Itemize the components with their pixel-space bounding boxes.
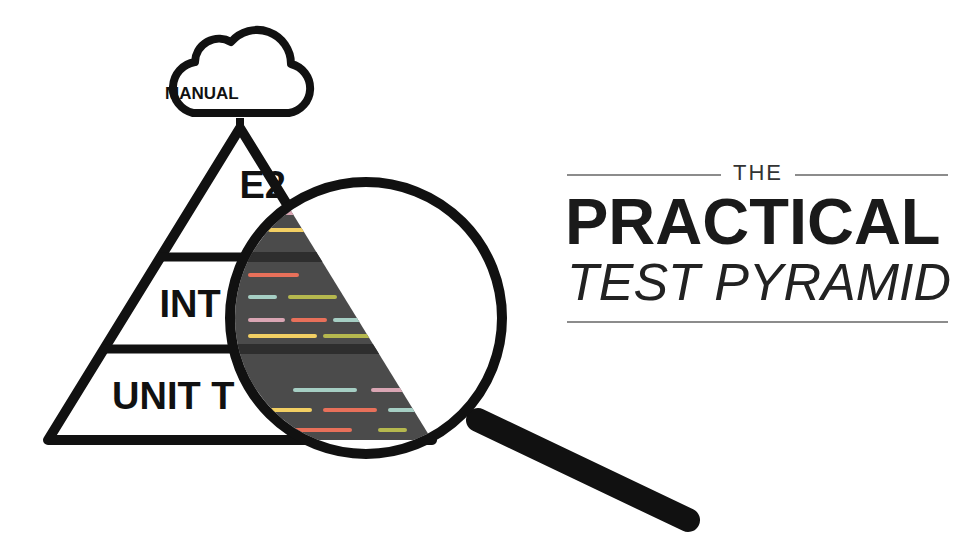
magnifier-rim [230,182,502,454]
lens-view [40,120,440,450]
node-label: MANUAL [165,84,239,104]
code-line [380,428,405,432]
title-main-box: PRACTICAL [565,186,941,258]
code-line [270,408,310,412]
code-view [40,120,440,450]
manual-cloud: MANUAL [165,12,315,118]
node-label: UNIT T [112,375,234,418]
magnifier-handle [478,420,688,520]
code-line [250,273,297,277]
integration-band: INT [140,262,240,346]
node-label: INT [159,283,220,326]
code-line [373,388,410,392]
title-rule [567,321,948,323]
title-main: PRACTICAL [565,186,941,258]
connector-line [236,118,244,128]
title-small-box: THE [721,161,795,185]
title-sub: TEST PYRAMID [567,254,951,311]
code-line [293,318,325,322]
code-line [255,428,350,432]
code-line [250,295,275,299]
code-line [250,318,283,322]
code-lines [250,213,420,445]
code-line [250,334,315,338]
band-separator [40,344,440,354]
code-line [325,334,372,338]
e2e-band: E2 [194,128,286,252]
code-line [345,443,390,447]
code-line [290,295,335,299]
node-label: E2 [240,164,286,207]
code-line [335,318,360,322]
code-line [270,228,310,232]
unit-test-band: UNIT T [100,354,252,438]
code-line [295,388,355,392]
title-small: THE [721,161,795,185]
code-ground [40,120,440,450]
code-line [390,408,420,412]
title-sub-box: TEST PYRAMID [567,254,951,311]
code-line [325,408,375,412]
